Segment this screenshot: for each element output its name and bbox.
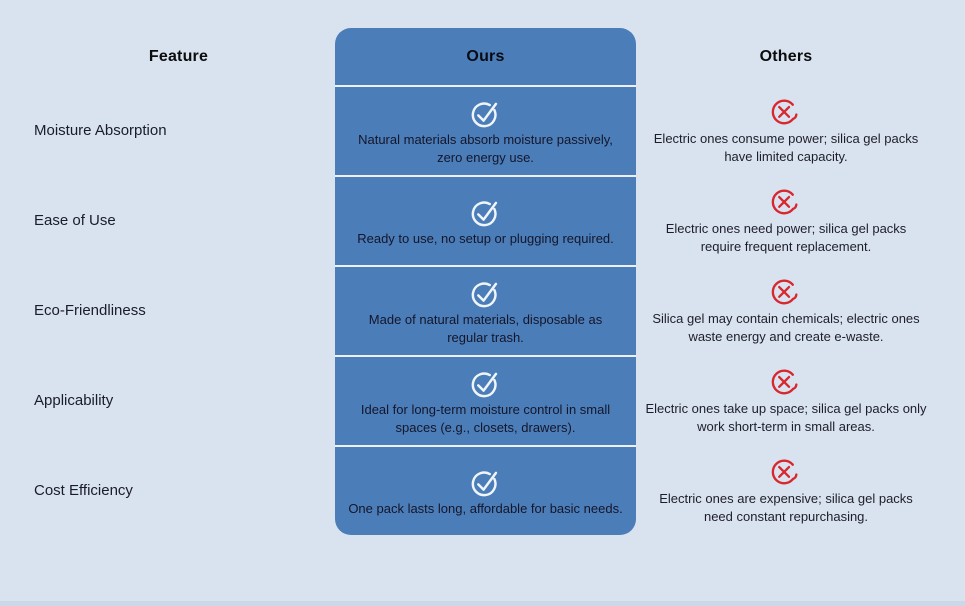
check-circle-icon — [469, 276, 503, 308]
bottom-edge-strip — [0, 601, 965, 606]
feature-label: Cost Efficiency — [34, 481, 133, 499]
others-cell: Electric ones need power; silica gel pac… — [636, 175, 936, 265]
ours-cell: Ideal for long-term moisture control in … — [335, 355, 636, 445]
others-cell-text: Electric ones take up space; silica gel … — [645, 401, 927, 434]
others-cell: Electric ones are expensive; silica gel … — [636, 445, 936, 535]
feature-label: Moisture Absorption — [34, 121, 167, 139]
others-column: Others Electric ones consume power; sili… — [636, 28, 936, 535]
x-circle-icon — [769, 455, 803, 487]
others-rows: Electric ones consume power; silica gel … — [636, 85, 936, 535]
others-cell-text: Electric ones consume power; silica gel … — [653, 131, 919, 164]
ours-column-header: Ours — [466, 47, 505, 65]
feature-label: Applicability — [34, 391, 114, 409]
others-column-header: Others — [759, 47, 813, 65]
check-circle-icon — [469, 195, 503, 227]
ours-cell-text: Ideal for long-term moisture control in … — [360, 402, 611, 435]
ours-cell: One pack lasts long, affordable for basi… — [335, 445, 636, 535]
others-cell-text: Electric ones need power; silica gel pac… — [665, 221, 907, 254]
others-cell-text: Silica gel may contain chemicals; electr… — [652, 311, 920, 344]
feature-label: Eco-Friendliness — [34, 301, 146, 319]
ours-column-card: Ours Natural materials absorb moisture p… — [335, 28, 636, 535]
ours-cell-text: Natural materials absorb moisture passiv… — [358, 132, 613, 165]
others-cell-text: Electric ones are expensive; silica gel … — [659, 491, 913, 524]
check-circle-icon — [469, 465, 503, 497]
others-cell: Electric ones take up space; silica gel … — [636, 355, 936, 445]
check-circle-icon — [469, 366, 503, 398]
x-circle-icon — [769, 95, 803, 127]
ours-cell-text: One pack lasts long, affordable for basi… — [348, 500, 623, 516]
ours-cell-text: Made of natural materials, disposable as… — [368, 312, 603, 345]
check-circle-icon — [469, 96, 503, 128]
feature-column-header: Feature — [148, 47, 209, 65]
ours-cell: Ready to use, no setup or plugging requi… — [335, 175, 636, 265]
feature-label: Ease of Use — [34, 211, 116, 229]
others-cell: Silica gel may contain chemicals; electr… — [636, 265, 936, 355]
ours-cell: Made of natural materials, disposable as… — [335, 265, 636, 355]
ours-cell: Natural materials absorb moisture passiv… — [335, 85, 636, 175]
x-circle-icon — [769, 275, 803, 307]
x-circle-icon — [769, 185, 803, 217]
ours-rows: Natural materials absorb moisture passiv… — [335, 85, 636, 535]
ours-cell-text: Ready to use, no setup or plugging requi… — [357, 230, 614, 246]
x-circle-icon — [769, 365, 803, 397]
others-cell: Electric ones consume power; silica gel … — [636, 85, 936, 175]
